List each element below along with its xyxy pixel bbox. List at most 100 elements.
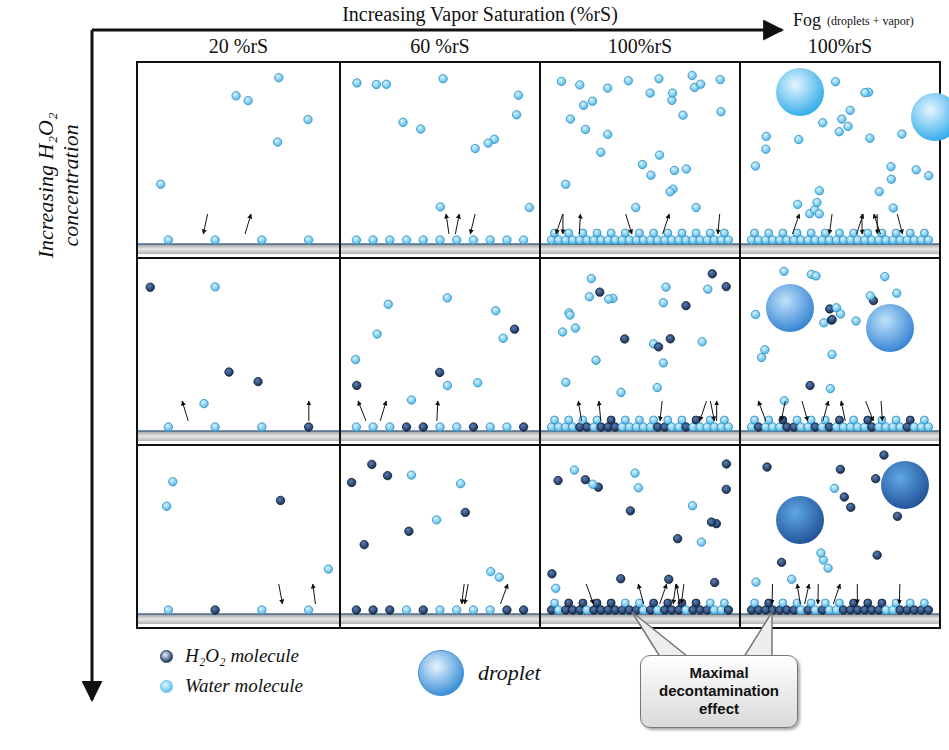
water-molecule xyxy=(453,423,461,431)
exchange-arrow xyxy=(446,214,449,234)
water-molecule xyxy=(566,311,574,319)
water-molecule xyxy=(924,171,932,179)
water-molecule xyxy=(304,236,312,244)
water-molecule xyxy=(604,130,612,138)
panel-frame xyxy=(340,258,540,445)
water-molecule xyxy=(819,119,827,127)
callout-text: Maximal decontamination effect xyxy=(651,664,787,718)
water-molecule xyxy=(275,73,283,81)
water-molecule xyxy=(492,307,500,315)
water-molecule xyxy=(670,166,678,174)
water-molecule xyxy=(351,355,359,363)
water-molecule xyxy=(432,516,440,524)
water-molecule xyxy=(487,567,495,575)
water-molecule xyxy=(503,423,511,431)
water-molecule xyxy=(881,272,889,280)
h2o2-molecule xyxy=(254,377,262,385)
h2o2-molecule xyxy=(510,325,518,333)
water-molecule xyxy=(558,328,566,336)
h2o2-molecule xyxy=(654,343,662,351)
water-molecule xyxy=(211,283,219,291)
water-molecule xyxy=(514,91,522,99)
water-molecule xyxy=(846,106,854,114)
water-molecule xyxy=(638,160,646,168)
water-molecule xyxy=(439,75,447,83)
water-molecule xyxy=(352,423,360,431)
h2o2-molecule xyxy=(548,570,556,578)
water-molecule xyxy=(752,578,760,586)
h2o2-molecule xyxy=(419,423,427,431)
water-molecule xyxy=(830,484,838,492)
droplet xyxy=(881,461,929,509)
h2o2-molecule xyxy=(596,288,604,296)
panel xyxy=(540,62,740,258)
h2o2-molecule xyxy=(763,463,771,471)
water-molecule xyxy=(762,145,770,153)
exchange-arrow xyxy=(861,214,862,234)
water-molecule xyxy=(751,162,759,170)
surface xyxy=(138,614,339,624)
water-molecule xyxy=(519,236,527,244)
exchange-arrow xyxy=(462,584,464,604)
callout-pointer xyxy=(632,612,692,660)
exchange-arrow xyxy=(437,401,438,421)
water-molecule xyxy=(887,162,895,170)
h2o2-molecule xyxy=(722,460,730,468)
water-molecule xyxy=(617,388,625,396)
water-molecule xyxy=(211,236,219,244)
water-molecule xyxy=(211,423,219,431)
h2o2-molecule xyxy=(347,478,355,486)
water-molecule xyxy=(682,165,690,173)
h2o2-molecule xyxy=(722,282,730,290)
water-molecule xyxy=(632,203,640,211)
h2o2-molecule xyxy=(806,381,814,389)
water-molecule xyxy=(486,236,494,244)
h2o2-molecule xyxy=(554,476,562,484)
water-molecule xyxy=(751,310,759,318)
water-molecule xyxy=(696,80,704,88)
water-molecule xyxy=(761,346,769,354)
h2o2-molecule xyxy=(893,512,901,520)
exchange-arrow xyxy=(877,214,878,234)
water-molecule xyxy=(232,92,240,100)
water-molecule xyxy=(655,75,663,83)
water-molecule xyxy=(557,77,565,85)
water-molecule xyxy=(688,502,696,510)
water-molecule xyxy=(861,88,869,96)
water-molecule xyxy=(762,132,770,140)
exchange-arrow xyxy=(841,401,845,421)
exchange-arrow xyxy=(772,584,773,604)
water-molecule xyxy=(852,317,860,325)
surface xyxy=(341,614,539,624)
water-molecule xyxy=(258,236,266,244)
water-molecule xyxy=(369,236,377,244)
water-molecule xyxy=(566,115,574,123)
h2o2-molecule xyxy=(880,451,888,459)
water-molecule xyxy=(495,573,503,581)
water-molecule xyxy=(647,171,655,179)
exchange-arrow xyxy=(817,584,818,604)
water-molecule xyxy=(653,383,661,391)
water-molecule xyxy=(456,479,464,487)
h2o2-molecule xyxy=(722,485,730,493)
exchange-arrow xyxy=(710,401,714,421)
surface xyxy=(138,431,339,441)
water-molecule xyxy=(471,144,479,152)
exchange-arrow xyxy=(626,214,632,234)
water-molecule xyxy=(552,584,560,592)
water-molecule xyxy=(416,125,424,133)
h2o2-molecule xyxy=(840,493,848,501)
h2o2-molecule xyxy=(620,335,628,343)
exchange-arrow xyxy=(681,584,684,604)
water-molecule xyxy=(525,203,533,211)
h2o2-molecule xyxy=(469,423,477,431)
h2o2-molecule xyxy=(673,534,681,542)
exchange-arrow xyxy=(676,584,679,604)
h2o2-molecule xyxy=(707,518,715,526)
water-molecule xyxy=(603,84,611,92)
water-molecule xyxy=(597,148,605,156)
water-molecule xyxy=(820,319,828,327)
h2o2-molecule xyxy=(827,316,835,324)
water-molecule xyxy=(499,334,507,342)
